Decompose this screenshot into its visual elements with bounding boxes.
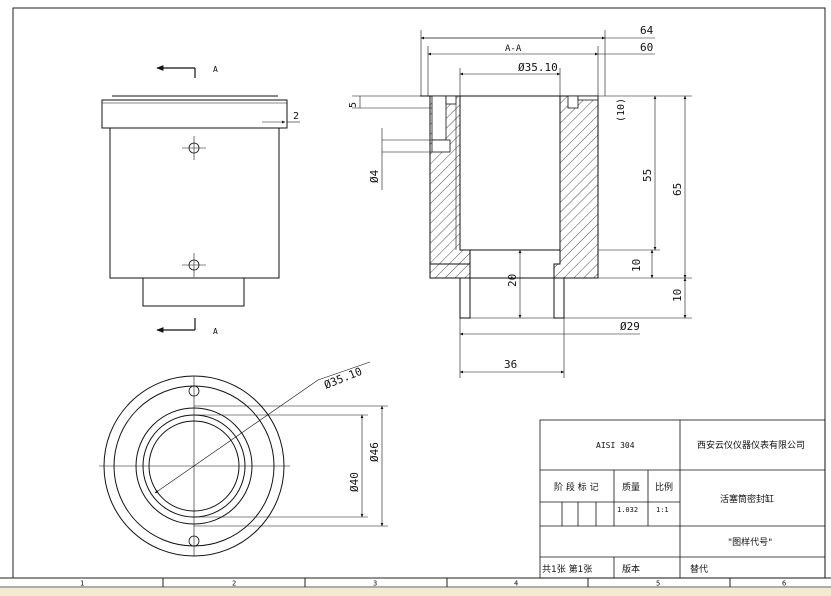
right-wall-hatch — [553, 95, 599, 279]
tb-scale-value: 1:1 — [656, 506, 669, 514]
title-block-text: AISI 304 西安云仪仪器仪表有限公司 阶 段 标 记 质量 比例 1.03… — [542, 439, 805, 575]
dim-bore-dia: Ø35.10 — [518, 61, 558, 74]
zone-6: 6 — [782, 580, 786, 588]
tb-replace: 替代 — [690, 563, 708, 575]
tb-drawing-code: "图样代号" — [728, 536, 772, 548]
dim-side-2: 2 — [293, 111, 299, 122]
tb-sheets: 共1张 第1张 — [542, 563, 592, 575]
dim-base-36: 36 — [504, 358, 517, 371]
dim-boss-dia: Ø29 — [620, 320, 640, 333]
dim-height-65: 65 — [671, 183, 684, 196]
tb-mass-value: 1.032 — [617, 506, 638, 514]
top-view — [99, 361, 388, 557]
dim-flange-width: 60 — [640, 41, 653, 54]
section-label-bottom: A — [213, 327, 218, 336]
dim-step-10: 10 — [630, 259, 643, 272]
section-view-title: A-A — [505, 44, 522, 54]
tb-material: AISI 304 — [596, 441, 635, 450]
tb-scale-label: 比例 — [655, 481, 673, 493]
dim-boss-10: 10 — [671, 289, 684, 302]
dim-depth-55: 55 — [641, 169, 654, 182]
tb-part-name: 活塞筒密封缸 — [720, 493, 774, 505]
section-view — [352, 30, 692, 378]
dim-top-dia-46: Ø46 — [368, 442, 381, 462]
dim-hole-dia: Ø4 — [368, 169, 381, 183]
title-block — [539, 419, 826, 579]
section-label-top: A — [213, 65, 218, 74]
zone-1: 1 — [80, 580, 84, 588]
zone-4: 4 — [514, 580, 518, 588]
dim-boss-20: 20 — [506, 274, 519, 287]
tb-mass-label: 质量 — [622, 481, 640, 493]
dim-overall-width: 64 — [640, 24, 654, 37]
zone-3: 3 — [373, 580, 377, 588]
zone-labels: 1 2 3 4 5 6 — [80, 580, 786, 588]
dim-top-dia-40: Ø40 — [348, 472, 361, 492]
tb-version: 版本 — [622, 563, 640, 575]
zone-5: 5 — [656, 580, 660, 588]
tb-stage-mark: 阶 段 标 记 — [554, 481, 599, 493]
dim-wall-ref: (10) — [616, 98, 627, 122]
left-boss-hatch — [429, 263, 471, 279]
tb-company: 西安云仪仪器仪表有限公司 — [697, 439, 805, 451]
drawing-frame — [0, 7, 831, 588]
bottom-strip — [0, 588, 831, 596]
dim-top-bore-dia: Ø35.10 — [322, 365, 364, 392]
zone-2: 2 — [232, 580, 236, 588]
dim-groove-5: 5 — [348, 102, 359, 108]
front-view — [101, 65, 300, 333]
